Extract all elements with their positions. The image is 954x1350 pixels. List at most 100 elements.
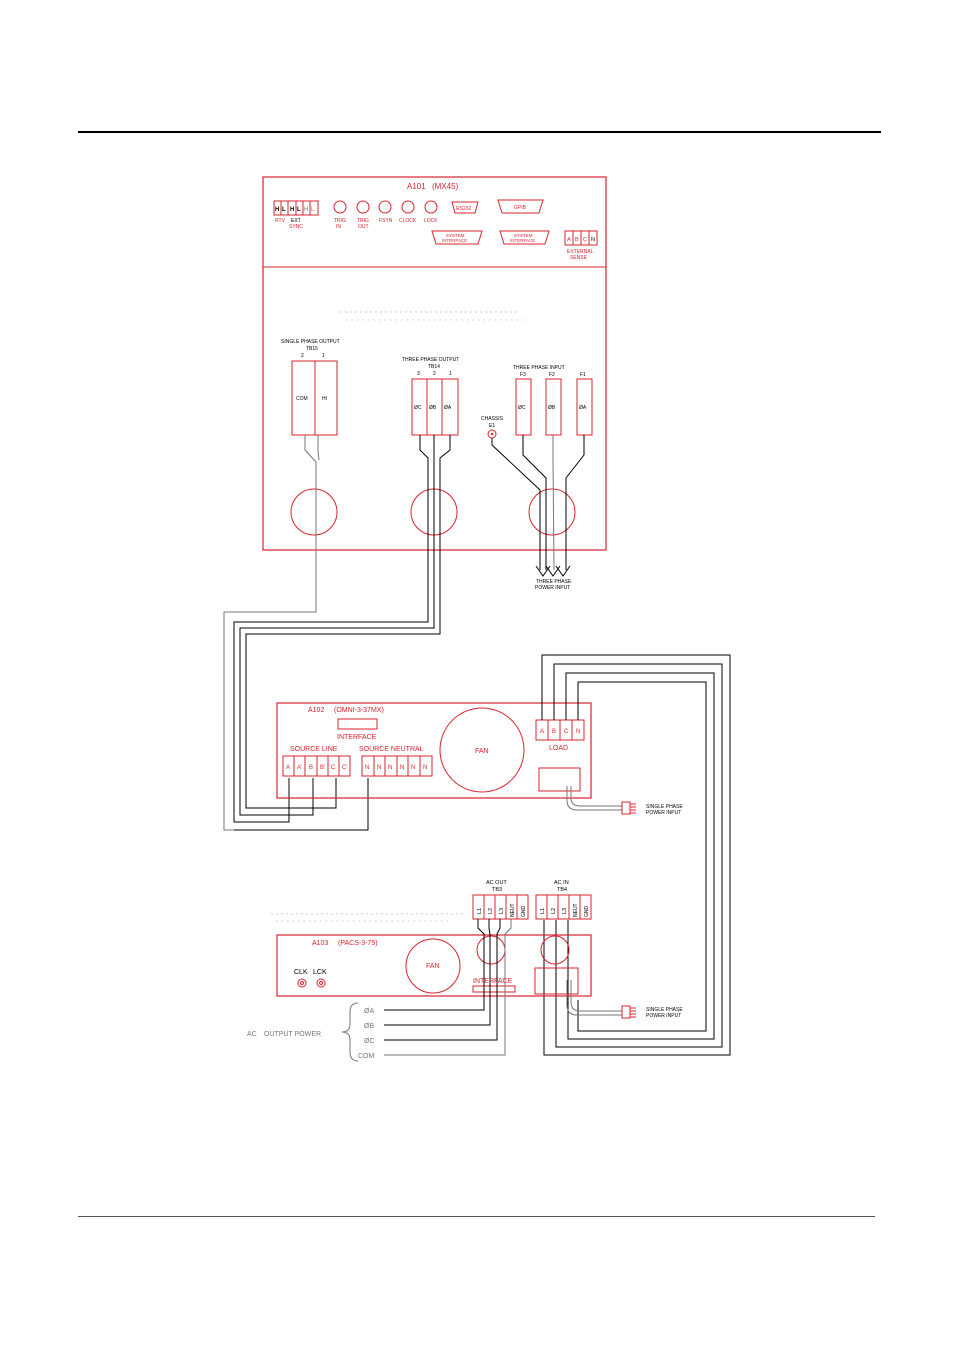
trig-in-connector: [333, 200, 347, 214]
neutral-term: N: [388, 765, 392, 771]
tb3-term: NEUT: [510, 903, 516, 917]
footer-rule: [78, 1216, 875, 1217]
output-brace: [341, 1002, 359, 1062]
tb15-label: TB15: [306, 346, 318, 352]
ext-sync-connector: H L H L H L: [273, 200, 319, 216]
tb3-term: L1: [477, 908, 483, 914]
tb3-label: TB3: [492, 887, 502, 893]
input-fuse-label: F2: [549, 372, 555, 378]
load-term: C: [564, 729, 569, 735]
input-fuse-label: F1: [580, 372, 586, 378]
load-term: B: [552, 729, 556, 735]
a103-outline: [276, 934, 592, 997]
tb4-term: L3: [562, 908, 568, 914]
input-term: ØB: [548, 405, 556, 411]
line-term: C': [342, 765, 347, 771]
ext-sync-pin: H: [304, 207, 308, 213]
neutral-term: N: [365, 765, 369, 771]
rs232-connector: [451, 201, 479, 214]
a101-unit: A101 (MX45) H L H L H L RTV EXT SYNC: [262, 176, 607, 551]
chassis-label: CHASSIS: [481, 416, 504, 422]
neutral-term: N: [423, 765, 427, 771]
ac-output-wiring: [384, 919, 512, 1056]
ext-sync-pin: H: [275, 207, 279, 213]
com-label: COM: [358, 1053, 375, 1060]
a102-interface-label: INTERFACE: [337, 734, 377, 741]
tb3-terminal-block: L1 L2 L3 NEUT GND: [472, 894, 529, 920]
faint-note-a103: [271, 913, 463, 922]
source-line-terminal-block: A A' B B' C C': [282, 755, 351, 777]
a103-power-inlet: [534, 967, 579, 995]
clk-connector: [297, 978, 307, 988]
external-sense-label: SENSE: [570, 255, 588, 261]
tb3-term: GND: [521, 906, 527, 918]
a102-title: A102: [308, 707, 324, 714]
tb15-pin: 2: [301, 353, 304, 359]
system-interface-label: SYSTEM: [514, 233, 533, 238]
chassis-label: E1: [489, 423, 495, 429]
tb14-term: ØC: [414, 405, 422, 411]
ac-label: AC: [247, 1031, 257, 1038]
ext-sync-pin: L: [311, 207, 315, 213]
source-neutral-label: SOURCE NEUTRAL: [359, 746, 424, 753]
tb14-pin: 1: [449, 371, 452, 377]
trig-out-label: OUT: [358, 224, 369, 230]
ext-sync-pin: L: [297, 207, 301, 213]
header-rule: [78, 131, 881, 133]
fsyn-connector: [378, 200, 392, 214]
a103-power-input-label: POWER INPUT: [646, 1013, 681, 1019]
a103-power-cord: [566, 980, 636, 1019]
line-term: C: [331, 765, 336, 771]
phase-c-label: ØC: [364, 1038, 375, 1045]
ext-sync-pin: L: [282, 207, 286, 213]
a102-fan: [439, 707, 525, 793]
tb4-term: L2: [551, 908, 557, 914]
tb4-terminal-block: L1 L2 L3 NEUT GND: [535, 894, 592, 920]
tb14-pin: 3: [417, 371, 420, 377]
input-fuse-label: F3: [520, 372, 526, 378]
phase-b-label: ØB: [364, 1023, 374, 1030]
ext-sense-pin: B: [575, 237, 579, 243]
load-terminal-block: A B C N: [535, 719, 585, 741]
tb15-hi: HI: [322, 396, 327, 402]
a101-title: A101: [407, 182, 426, 191]
input-term: ØA: [579, 405, 587, 411]
a103-gland-in: [540, 935, 570, 965]
a103-interface-label: INTERFACE: [473, 978, 513, 985]
ext-sense-pin: N: [591, 237, 595, 243]
trig-out-label: TRIG: [357, 218, 369, 224]
tb4-term: NEUT: [573, 903, 579, 917]
a103-gland-out: [476, 935, 506, 965]
tb15-pin: 1: [322, 353, 325, 359]
system-interface-label: SYSTEM: [446, 233, 465, 238]
a101-model: (MX45): [432, 182, 459, 191]
a103-interface-connector: [472, 985, 516, 993]
external-sense-label: EXTERNAL: [567, 249, 594, 255]
lck-label: LCK: [313, 969, 327, 976]
ext-label: EXT: [291, 218, 301, 224]
lck-connector: [316, 978, 326, 988]
load-label: LOAD: [549, 745, 568, 752]
ac-in-label: AC IN: [554, 880, 569, 886]
clk-label: CLK: [294, 969, 308, 976]
three-phase-input-label: THREE PHASE INPUT: [513, 365, 565, 371]
system-interface-connector-1: [431, 230, 483, 245]
source-line-label: SOURCE LINE: [290, 746, 338, 753]
gpib-connector: [497, 199, 544, 214]
load-wiring: [541, 654, 731, 1056]
a102-outline: [276, 702, 592, 799]
three-phase-output-label: THREE PHASE OUTPUT: [402, 357, 459, 363]
phase-a-label: ØA: [364, 1008, 374, 1015]
single-phase-output-label: SINGLE PHASE OUTPUT: [281, 339, 340, 345]
tb14-term: ØA: [444, 405, 452, 411]
tb15-com: COM: [296, 396, 308, 402]
a102-interface-connector: [337, 718, 378, 730]
a101-wiring: [223, 435, 585, 831]
line-term: B': [320, 765, 325, 771]
line-term: A': [297, 765, 302, 771]
gpib-label: GPIB: [514, 205, 527, 211]
ext-sense-pin: C: [583, 237, 587, 243]
three-phase-power-input-label: POWER INPUT: [535, 585, 570, 591]
